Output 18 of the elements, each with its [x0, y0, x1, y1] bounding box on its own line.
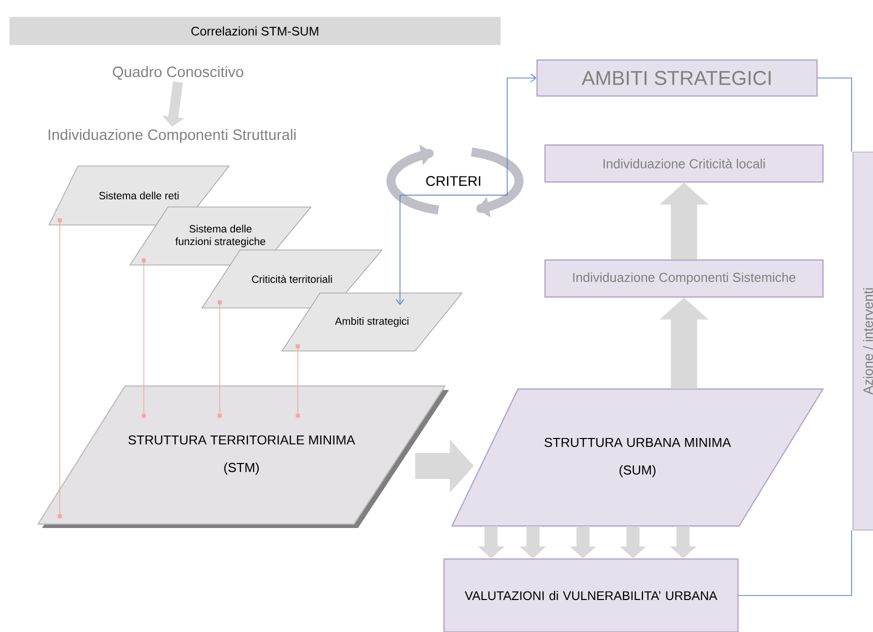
connector-line	[817, 78, 852, 152]
process-box: AMBITI STRATEGICI	[536, 59, 818, 97]
process-box: VALUTAZIONI di VULNERABILITA’ URBANA	[443, 558, 739, 632]
title-band: Correlazioni STM-SUM	[9, 16, 501, 46]
connector-line	[58, 218, 62, 518]
connector-line	[296, 344, 300, 418]
arrow	[506, 74, 536, 196]
arrow	[396, 194, 508, 305]
criteria-label: CRITERI	[426, 176, 480, 186]
side-band: Azione / interventi	[852, 152, 873, 530]
connector-line	[142, 258, 146, 418]
step-label: Quadro Conoscitivo	[112, 66, 244, 80]
step-label: Individuazione Componenti Strutturali	[48, 129, 296, 143]
structure-parallelogram: STRUTTURA URBANA MINIMA (SUM)	[451, 388, 824, 527]
connector-line	[738, 530, 852, 596]
process-box: Individuazione Criticità locali	[544, 144, 824, 183]
connector-line	[218, 300, 222, 418]
process-box: Individuazione Componenti Sistemiche	[544, 259, 824, 298]
